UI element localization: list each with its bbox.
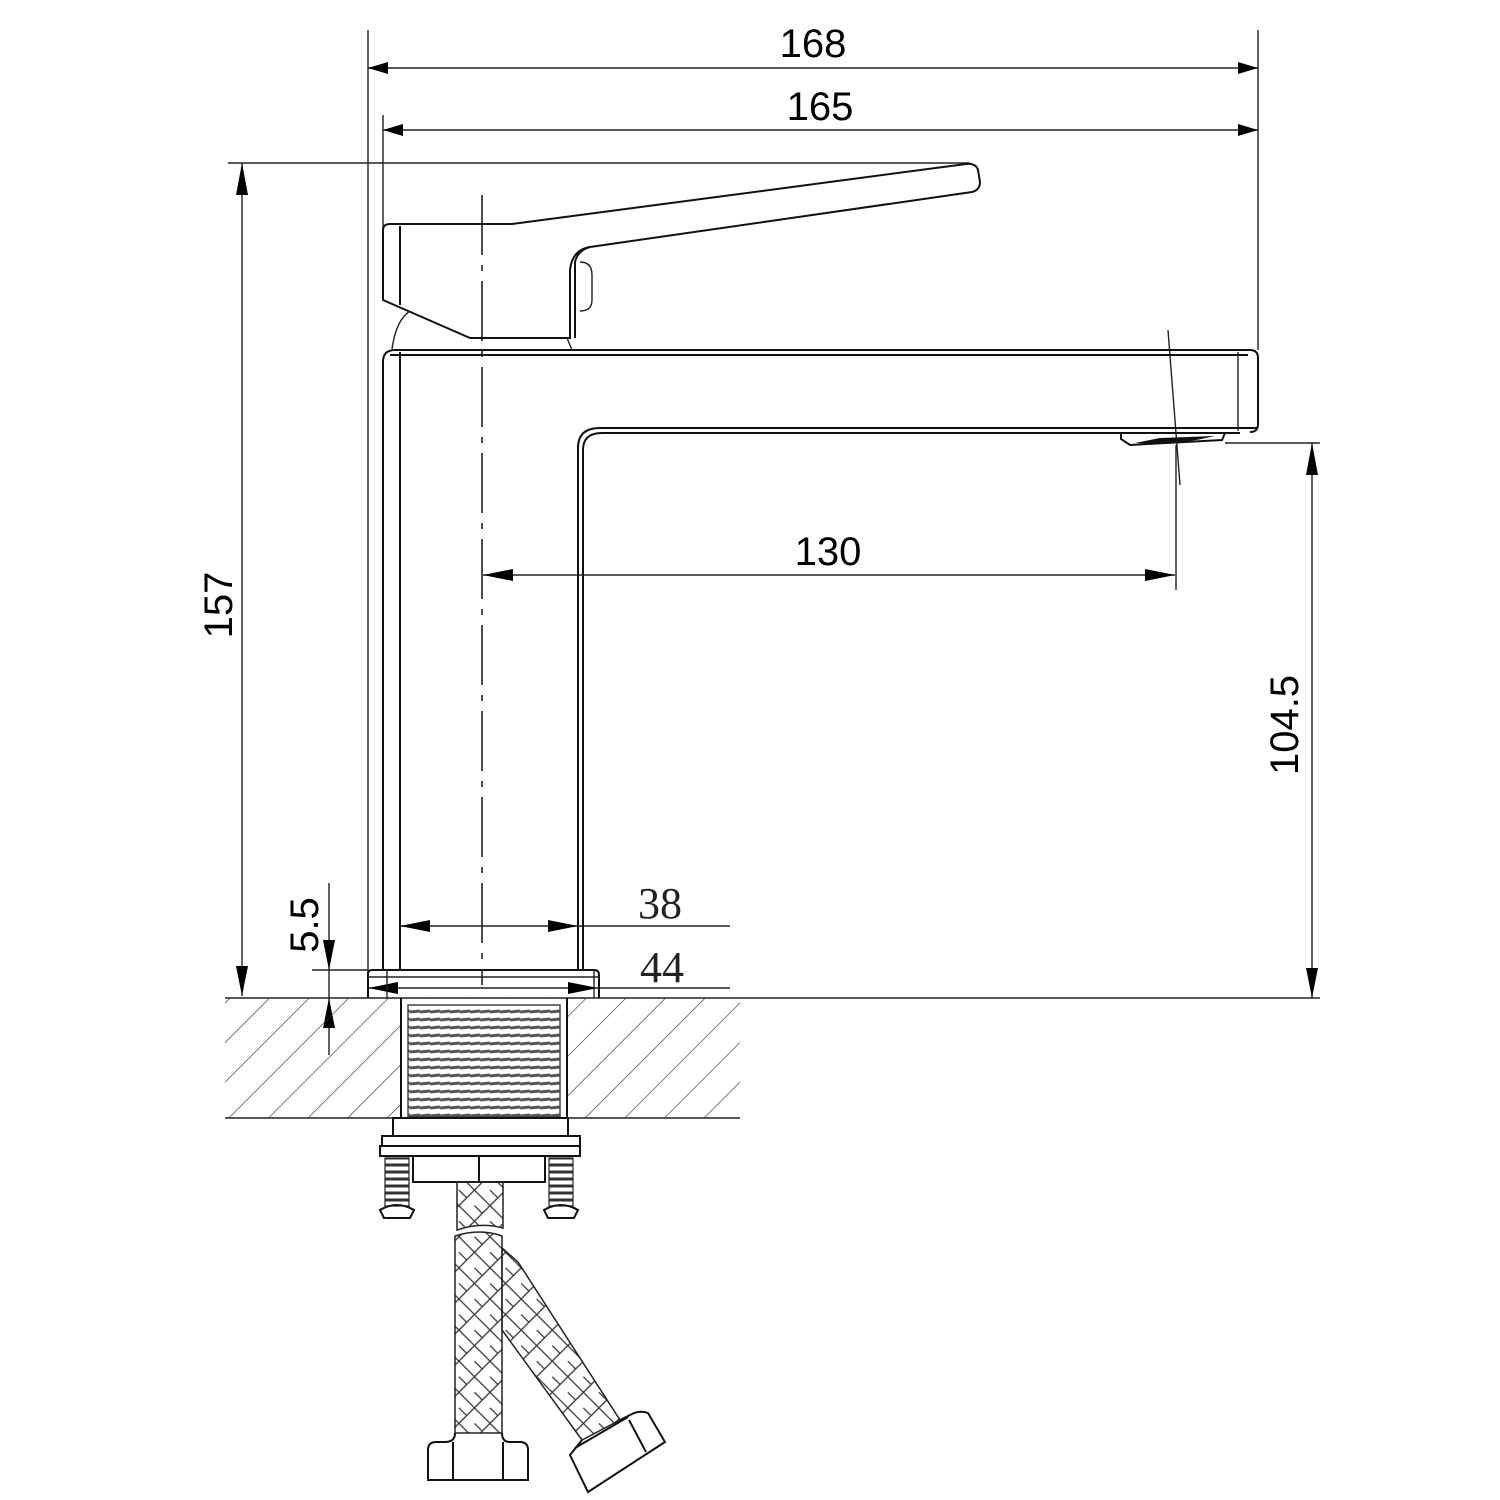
aerator <box>1120 432 1226 447</box>
dimension-spout-height: 104.5 <box>1263 443 1318 998</box>
lever-handle <box>382 162 982 351</box>
faucet-body <box>382 352 1258 970</box>
flexible-hose-upper-stub <box>456 1181 504 1232</box>
dimension-overall-width: 168 <box>368 22 1258 74</box>
hose-nut-angled <box>568 1410 667 1494</box>
flexible-hose-angled <box>501 1246 622 1441</box>
dimension-spout-reach: 130 <box>483 329 1181 590</box>
dimension-base-diameter: 44 <box>368 943 684 994</box>
hose-nut-straight <box>427 1432 529 1481</box>
dimension-body-diameter: 38 <box>400 879 682 932</box>
spout <box>382 349 1259 433</box>
dimension-body-width: 165 <box>383 85 1258 136</box>
dimension-label-165: 165 <box>787 85 854 129</box>
fixing-screw-left <box>378 1157 416 1219</box>
flexible-hose-straight <box>454 1231 503 1434</box>
dimension-label-104-5: 104.5 <box>1263 675 1307 775</box>
fixing-screw-right <box>542 1157 580 1219</box>
extension-lines <box>225 30 1320 999</box>
dimension-label-168: 168 <box>780 22 847 66</box>
dimension-label-5-5: 5.5 <box>283 897 327 953</box>
dimension-label-157: 157 <box>197 572 241 639</box>
dimension-overall-height: 157 <box>197 163 248 996</box>
dimension-label-130: 130 <box>795 530 862 574</box>
threaded-shank <box>400 998 568 1118</box>
fixing-plate <box>379 1117 581 1183</box>
dimension-label-44: 44 <box>640 943 684 992</box>
dimension-label-38: 38 <box>638 879 682 928</box>
base-flange <box>367 969 600 998</box>
